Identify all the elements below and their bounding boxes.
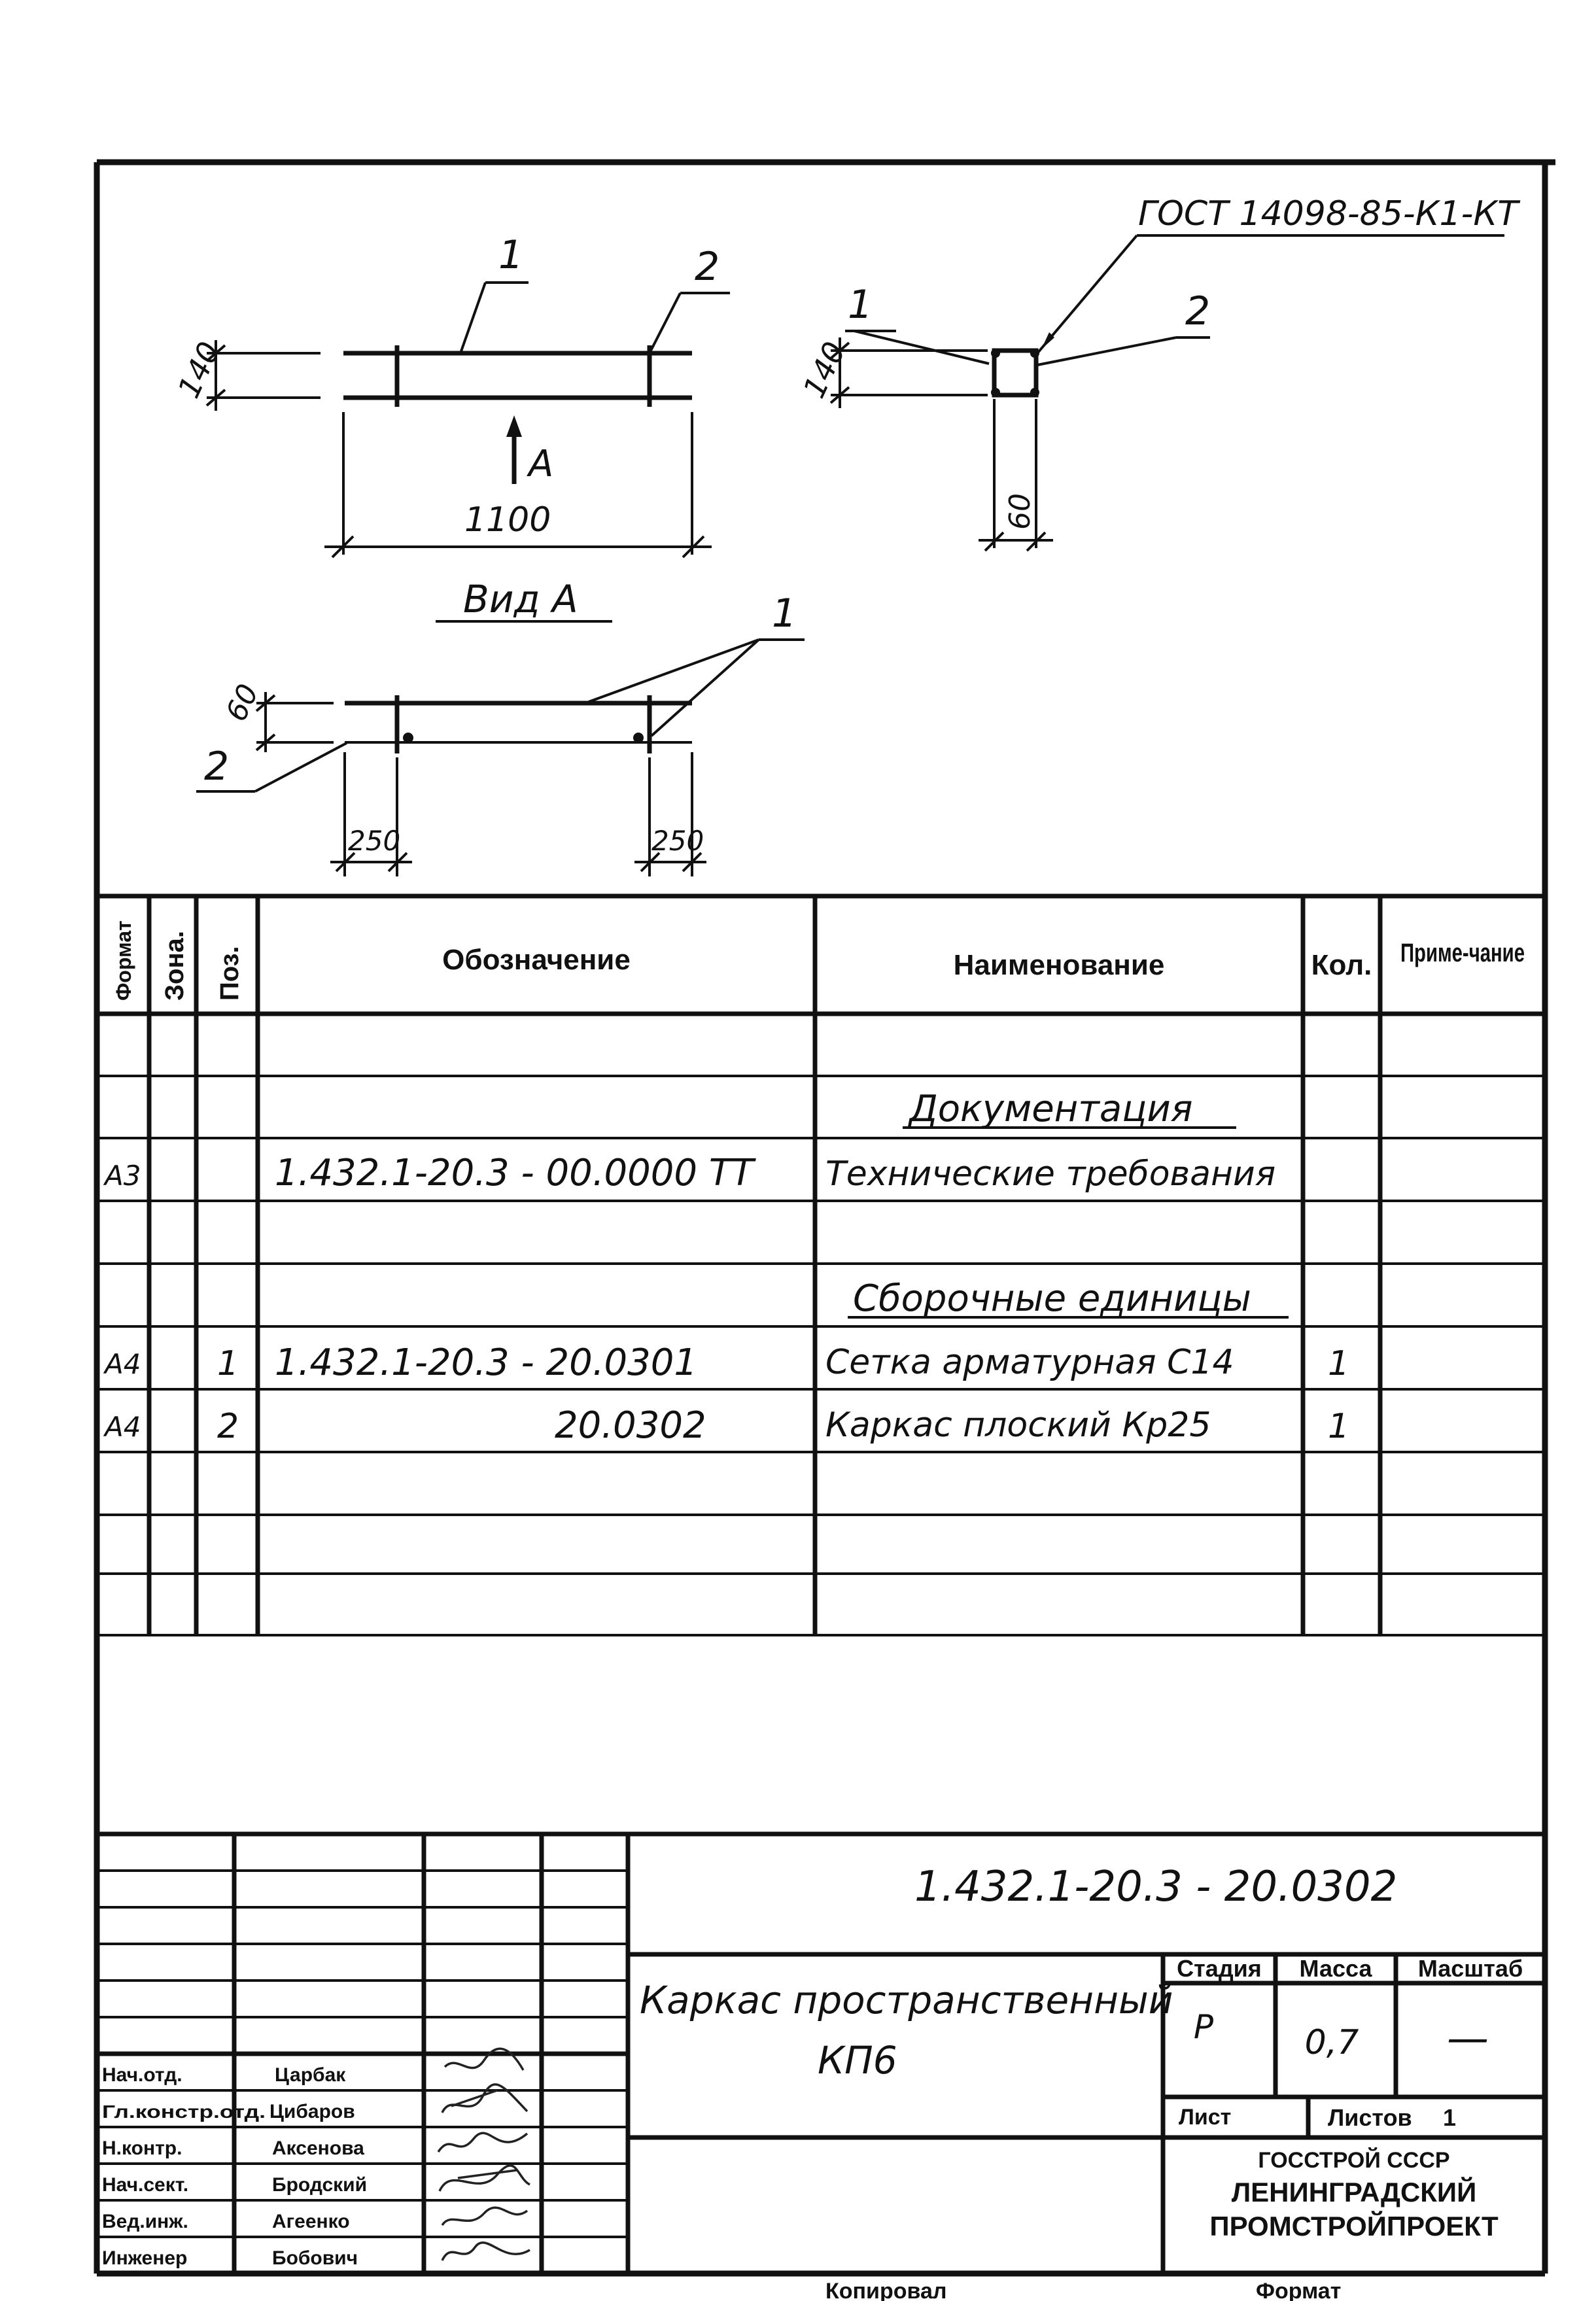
table-row: Сборочные единицы xyxy=(848,1277,1289,1320)
side-leader-1-label: 1 xyxy=(848,282,873,328)
header-format: Формат xyxy=(112,920,135,1001)
header-designation: Обозначение xyxy=(442,944,631,976)
signatory-role: Вед.инж. xyxy=(102,2211,188,2232)
row-format: А4 xyxy=(103,1411,141,1443)
mass-value: 0,7 xyxy=(1305,2023,1359,2062)
title-line-2: КП6 xyxy=(818,2038,897,2083)
arrow-a-label: А xyxy=(527,443,553,485)
signatory-role: Гл.констр.отд. xyxy=(102,2102,266,2122)
view-a-leader-2-label: 2 xyxy=(204,744,229,789)
row-name: Каркас плоский Кр25 xyxy=(825,1406,1211,1445)
title-block-grid xyxy=(97,1831,1545,2274)
header-qty: Кол. xyxy=(1311,949,1372,981)
sheets-label: Листов xyxy=(1328,2104,1412,2131)
row-name: Технические требования xyxy=(825,1154,1275,1194)
signatory-name: Царбак xyxy=(275,2064,346,2086)
stage-value: Р xyxy=(1194,2008,1214,2046)
row-format: А4 xyxy=(103,1348,141,1380)
sheet-label: Лист xyxy=(1179,2105,1231,2130)
front-leader-2-label: 2 xyxy=(695,244,720,290)
table-row: А4 1 1.432.1-20.3 - 20.0301 Сетка армату… xyxy=(103,1341,1349,1384)
side-view xyxy=(829,234,1504,552)
org-line-1: ГОССТРОЙ СССР xyxy=(1258,2147,1449,2173)
scale-label: Масштаб xyxy=(1418,1955,1523,1982)
table-row: А4 2 20.0302 Каркас плоский Кр25 1 xyxy=(103,1404,1349,1447)
signatory-name: Аксенова xyxy=(272,2137,364,2159)
row-qty: 1 xyxy=(1328,1407,1349,1446)
drawing-area: ГОСТ 14098-85-К1-КТ 1 2 140 А 1100 1 2 1… xyxy=(171,194,1521,876)
front-dim-1100: 1100 xyxy=(464,500,551,540)
view-a-dim-250-right: 250 xyxy=(651,825,704,857)
row-designation: 20.0302 xyxy=(555,1404,706,1447)
side-dim-60: 60 xyxy=(1003,493,1037,530)
view-a xyxy=(196,620,805,876)
document-code: 1.432.1-20.3 - 20.0302 xyxy=(914,1863,1397,1911)
view-a-leader-1-label: 1 xyxy=(772,591,797,636)
row-format: А3 xyxy=(103,1160,141,1192)
row-qty: 1 xyxy=(1328,1344,1349,1383)
footer-copied: Копировал xyxy=(825,2279,946,2301)
org-line-2: ЛЕНИНГРАДСКИЙ xyxy=(1232,2176,1477,2207)
front-view xyxy=(205,281,730,559)
sheets-value: 1 xyxy=(1443,2104,1456,2131)
signatory-name: Бобович xyxy=(272,2247,358,2269)
title-line-1: Каркас пространственный xyxy=(640,1978,1173,2022)
signatory-name: Агеенко xyxy=(272,2211,350,2232)
front-dim-140: 140 xyxy=(171,336,227,403)
header-name: Наименование xyxy=(954,949,1165,981)
signatory-role: Нач.отд. xyxy=(102,2064,182,2086)
section-title-assembly-units: Сборочные единицы xyxy=(853,1277,1251,1320)
scale-value: — xyxy=(1447,2015,1489,2063)
side-leader-2-label: 2 xyxy=(1185,288,1210,334)
view-a-dim-60: 60 xyxy=(220,679,266,726)
row-pos: 2 xyxy=(217,1407,239,1446)
stage-label: Стадия xyxy=(1177,1955,1262,1982)
view-a-title: Вид А xyxy=(463,577,578,621)
gost-label: ГОСТ 14098-85-К1-КТ xyxy=(1138,194,1521,234)
sheet-frame xyxy=(94,159,1555,2277)
mass-label: Масса xyxy=(1300,1955,1373,1982)
signatory-role: Инженер xyxy=(102,2247,187,2269)
table-row: Документация xyxy=(903,1088,1236,1130)
row-designation: 1.432.1-20.3 - 20.0301 xyxy=(275,1341,697,1384)
header-zone: Зона. xyxy=(160,931,189,1001)
table-row: А3 1.432.1-20.3 - 00.0000 ТТ Технические… xyxy=(103,1152,1275,1194)
front-leader-1-label: 1 xyxy=(498,232,523,278)
spec-table xyxy=(97,893,1545,1636)
header-note: Приме-чание xyxy=(1400,939,1525,967)
signatory-role: Нач.сект. xyxy=(102,2174,188,2196)
row-name: Сетка арматурная С14 xyxy=(825,1343,1234,1382)
signature-marks xyxy=(437,2047,530,2261)
section-title-documentation: Документация xyxy=(907,1088,1192,1130)
signatory-role: Н.контр. xyxy=(102,2137,182,2159)
signatory-name: Цибаров xyxy=(269,2101,355,2122)
org-line-3: ПРОМСТРОЙПРОЕКТ xyxy=(1209,2210,1499,2241)
view-a-dim-250-left: 250 xyxy=(348,825,400,857)
footer-format: Формат xyxy=(1256,2279,1341,2301)
row-designation: 1.432.1-20.3 - 00.0000 ТТ xyxy=(275,1152,756,1194)
row-pos: 1 xyxy=(217,1344,239,1383)
header-pos: Поз. xyxy=(215,946,244,1001)
signatory-name: Бродский xyxy=(272,2174,367,2196)
